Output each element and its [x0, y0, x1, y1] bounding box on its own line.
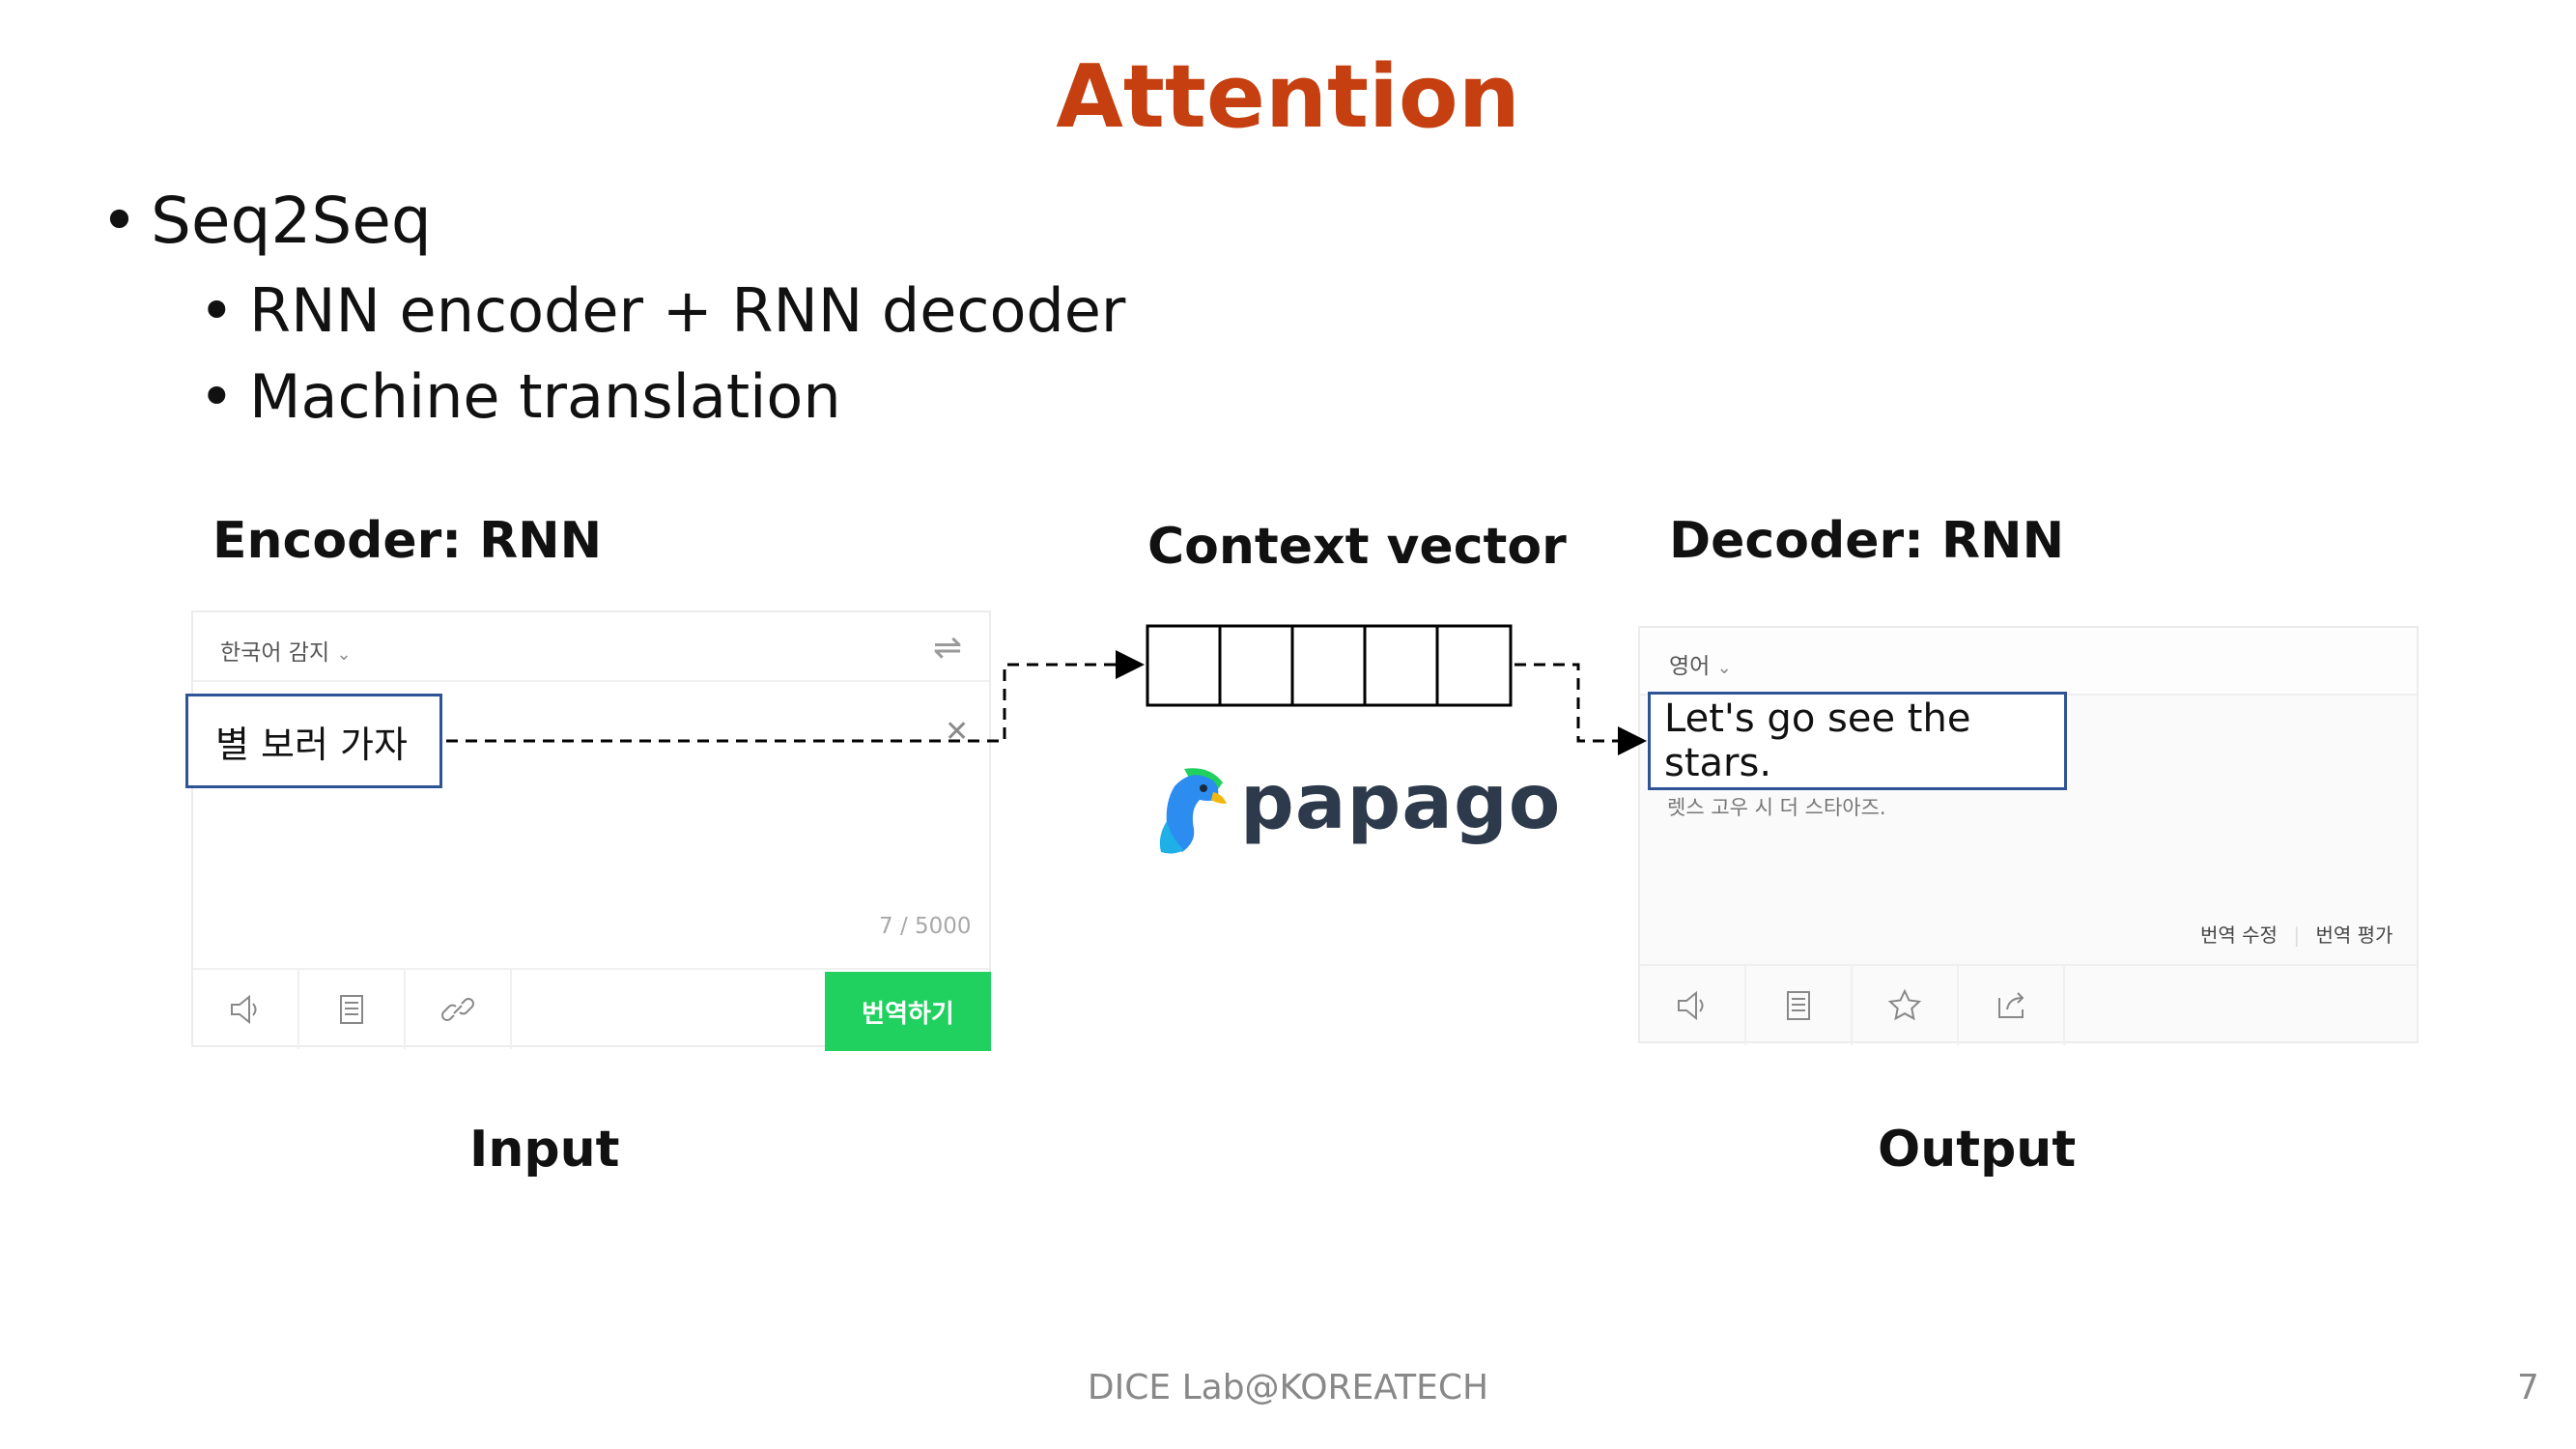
target-language-label: 영어 [1669, 654, 1711, 679]
source-text-input[interactable]: 별 보러 가자 [185, 694, 442, 788]
input-toolbar: 번역하기 [193, 968, 991, 1051]
context-vector-label: Context vector [1147, 518, 1567, 576]
character-count: 7 / 5000 [879, 914, 972, 939]
bullet-seq2seq: •Seq2Seq [100, 184, 432, 258]
action-divider: | [2293, 923, 2301, 947]
source-language-selector[interactable]: 한국어 감지 ⌄ [220, 634, 352, 667]
source-language-label: 한국어 감지 [220, 640, 330, 666]
papago-wordmark: papago [1240, 759, 1562, 846]
dictionary-icon[interactable] [299, 970, 406, 1049]
bullet-text: Seq2Seq [151, 184, 432, 258]
target-language-selector[interactable]: 영어 ⌄ [1669, 647, 1732, 680]
footer-text: DICE Lab@KOREATECH [1087, 1368, 1489, 1407]
dictionary-icon[interactable] [1746, 966, 1853, 1045]
share-icon[interactable] [1959, 966, 2065, 1045]
bullet-marker: • [100, 184, 138, 258]
clear-text-icon[interactable]: ✕ [945, 715, 970, 749]
speaker-icon[interactable] [193, 970, 299, 1049]
speaker-icon[interactable] [1640, 966, 1746, 1045]
input-panel: 한국어 감지 ⌄ ⇌ ✕ 7 / 5000 번역하기 [191, 611, 991, 1051]
link-icon[interactable] [406, 970, 512, 1049]
encoder-to-context-arrow [446, 650, 1145, 743]
pronunciation-text: 렛스 고우 시 더 스타아즈. [1667, 796, 1886, 819]
context-vector [1146, 624, 1513, 707]
bullet-marker: • [199, 275, 235, 346]
translate-button[interactable]: 번역하기 [825, 972, 991, 1051]
bullet-text: RNN encoder + RNN decoder [249, 275, 1126, 346]
output-label: Output [1878, 1121, 2077, 1179]
bullet-rnn: •RNN encoder + RNN decoder [199, 275, 1125, 346]
rate-translation-link[interactable]: 번역 평가 [2315, 923, 2393, 947]
papago-parrot-logo [1159, 768, 1227, 854]
encoder-label: Encoder: RNN [212, 512, 603, 570]
input-label: Input [469, 1121, 620, 1179]
output-language-bar: 영어 ⌄ [1640, 628, 2417, 696]
input-language-bar: 한국어 감지 ⌄ ⇌ [193, 612, 989, 682]
page-number: 7 [2517, 1368, 2539, 1407]
decoder-label: Decoder: RNN [1669, 512, 2065, 570]
star-icon[interactable] [1853, 966, 1959, 1045]
edit-translation-link[interactable]: 번역 수정 [2200, 923, 2278, 947]
slide-title: Attention [1056, 46, 1520, 148]
translation-output: Let's go see the stars. [1648, 692, 2067, 790]
output-toolbar [1640, 964, 2417, 1045]
chevron-down-icon: ⌄ [1716, 658, 1732, 678]
bullet-mt: •Machine translation [199, 361, 841, 432]
chevron-down-icon: ⌄ [336, 644, 352, 665]
swap-languages-icon[interactable]: ⇌ [933, 628, 963, 668]
output-actions: 번역 수정 | 번역 평가 [2200, 920, 2392, 948]
bullet-marker: • [199, 361, 235, 432]
bullet-text: Machine translation [249, 361, 841, 432]
context-to-decoder-arrow [1514, 663, 1647, 755]
